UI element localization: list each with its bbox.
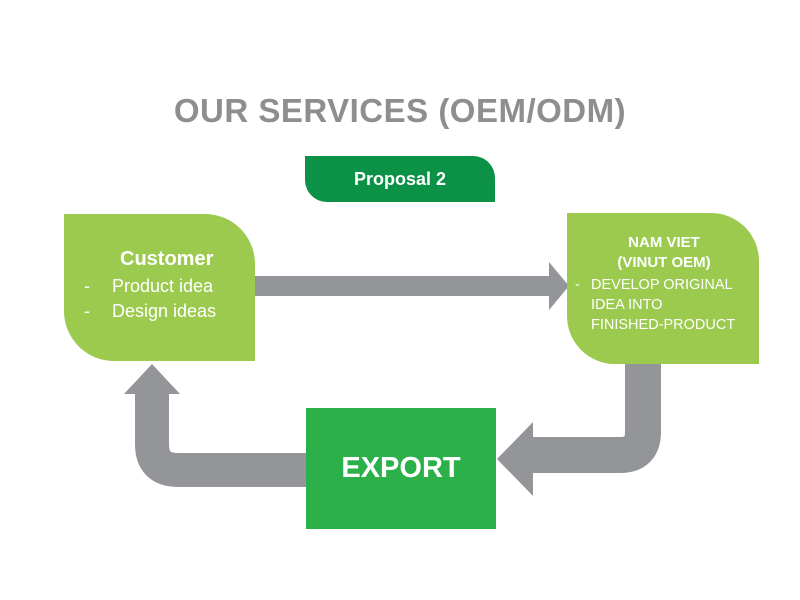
namviet-item-line: IDEA INTO	[591, 297, 663, 313]
arrow-customer-to-namviet	[255, 262, 569, 310]
list-item: IDEA INTO	[573, 295, 755, 315]
customer-list: - Product idea - Design ideas	[82, 274, 245, 324]
bullet-dash: -	[84, 276, 90, 296]
arrow-namviet-to-export-head	[497, 422, 533, 496]
list-item: - DEVELOP ORIGINAL	[573, 275, 755, 295]
namviet-item-line: FINISHED-PRODUCT	[591, 317, 736, 333]
namviet-title-line1: NAM VIET	[628, 234, 700, 251]
page-title: OUR SERVICES (OEM/ODM)	[173, 92, 627, 129]
list-item: - Product idea	[82, 274, 245, 299]
arrow-export-to-customer	[135, 392, 306, 487]
bullet-spacer	[573, 295, 591, 315]
bullet-dash: -	[84, 301, 90, 321]
export-box: EXPORT	[306, 408, 496, 529]
customer-title: Customer	[120, 248, 214, 270]
list-item: - Design ideas	[82, 299, 245, 324]
customer-box: Customer - Product idea - Design ideas	[64, 214, 255, 361]
namviet-list: - DEVELOP ORIGINAL IDEA INTO FINISHED-PR…	[573, 275, 755, 335]
namviet-box: NAM VIET (VINUT OEM) - DEVELOP ORIGINAL …	[567, 213, 759, 364]
proposal-badge: Proposal 2	[305, 156, 495, 202]
arrow-export-to-customer-head	[124, 364, 180, 394]
arrow-namviet-to-export	[533, 360, 661, 473]
customer-item-text: Design ideas	[112, 301, 217, 321]
customer-item-text: Product idea	[112, 276, 214, 296]
namviet-title-line2: (VINUT OEM)	[617, 254, 711, 271]
namviet-item-line: DEVELOP ORIGINAL	[591, 277, 733, 293]
list-item: FINISHED-PRODUCT	[573, 315, 755, 335]
bullet-dash: -	[575, 277, 580, 293]
bullet-spacer	[573, 315, 591, 335]
